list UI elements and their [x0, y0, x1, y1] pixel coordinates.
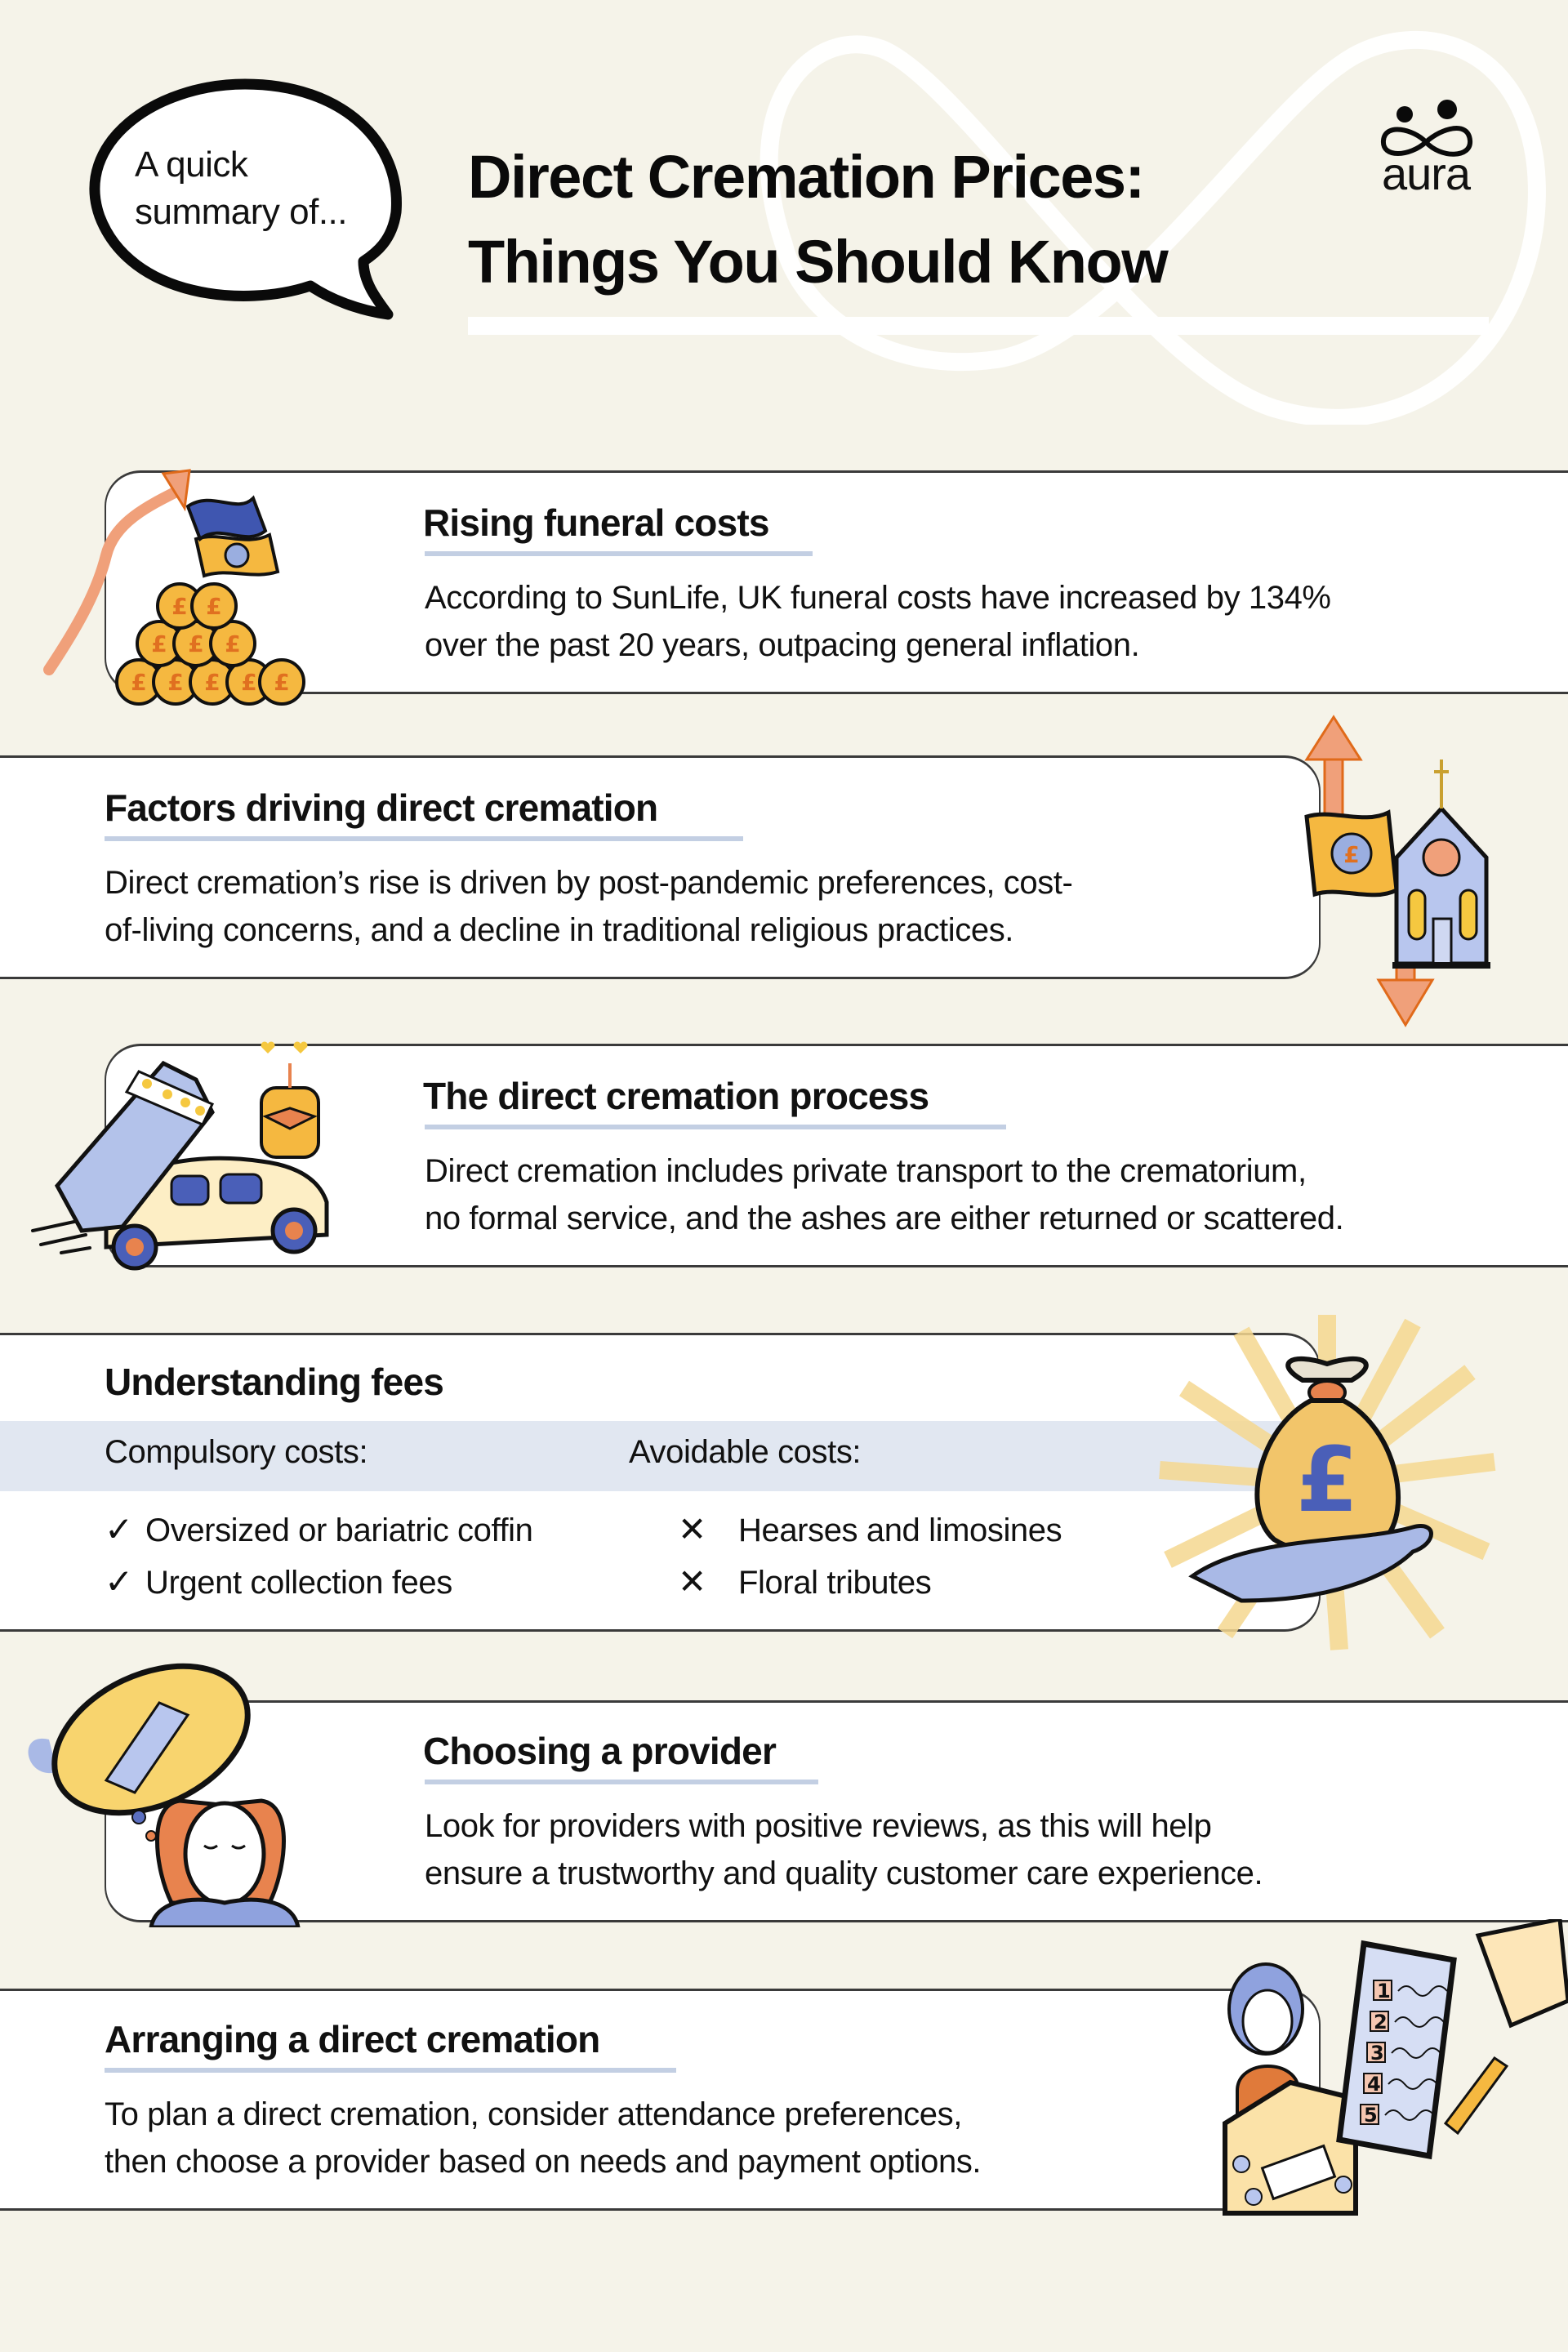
svg-text:£: £	[1343, 841, 1359, 868]
checklist-number: 4	[1367, 2073, 1381, 2096]
page-title: Direct Cremation Prices: Things You Shou…	[468, 135, 1169, 305]
section-body: According to SunLife, UK funeral costs h…	[425, 580, 1331, 663]
heading-underline	[105, 2068, 676, 2073]
title-line-2: Things You Should Know	[468, 228, 1169, 296]
compulsory-label: Compulsory costs:	[105, 1434, 368, 1470]
check-icon: ✓	[105, 1510, 133, 1548]
section-heading: Arranging a direct cremation	[105, 2018, 600, 2060]
infinity-people-icon	[1381, 100, 1472, 157]
section-heading: The direct cremation process	[423, 1075, 929, 1117]
heading-underline	[105, 836, 743, 841]
compulsory-item: ✓Urgent collection fees	[105, 1562, 452, 1601]
speech-bubble: A quick summary of...	[82, 78, 404, 323]
section-understanding-fees: Understanding fees Compulsory costs: Avo…	[0, 1333, 1321, 1632]
bubble-line-2: summary of...	[135, 192, 348, 232]
section-process: The direct cremation process Direct crem…	[105, 1044, 1568, 1267]
heading-underline	[425, 1125, 1006, 1129]
compulsory-item: ✓Oversized or bariatric coffin	[105, 1510, 533, 1548]
avoidable-item: ✕Floral tributes	[678, 1562, 932, 1601]
section-heading: Factors driving direct cremation	[105, 786, 658, 829]
avoidable-label: Avoidable costs:	[629, 1434, 862, 1470]
section-factors: Factors driving direct cremation Direct …	[0, 755, 1321, 979]
cross-icon: ✕	[678, 1562, 706, 1601]
section-heading: Rising funeral costs	[423, 501, 769, 544]
checklist-number: 2	[1374, 2011, 1388, 2034]
check-icon: ✓	[105, 1562, 133, 1601]
bubble-text: A quick summary of...	[135, 141, 348, 236]
section-choosing-provider: Choosing a provider Look for providers w…	[105, 1700, 1568, 1922]
speech-bubble-icon	[89, 78, 402, 320]
section-body: Direct cremation includes private transp…	[425, 1153, 1344, 1236]
cost-categories-band: Compulsory costs: Avoidable costs:	[0, 1421, 1319, 1491]
section-arranging: Arranging a direct cremation To plan a d…	[0, 1989, 1321, 2211]
section-heading: Choosing a provider	[423, 1730, 777, 1772]
section-body: Look for providers with positive reviews…	[425, 1808, 1263, 1891]
cross-icon: ✕	[678, 1510, 706, 1548]
title-underline-bar	[468, 317, 1489, 335]
checklist-number: 3	[1370, 2042, 1384, 2065]
title-line-1: Direct Cremation Prices:	[468, 143, 1145, 211]
section-rising-costs: Rising funeral costs According to SunLif…	[105, 470, 1568, 694]
section-body: Direct cremation’s rise is driven by pos…	[105, 865, 1073, 948]
heading-underline	[425, 1780, 818, 1784]
checklist-number: 5	[1364, 2104, 1378, 2127]
checklist-number: 1	[1377, 1980, 1391, 2002]
section-heading: Understanding fees	[105, 1361, 444, 1403]
bubble-line-1: A quick	[135, 145, 248, 185]
avoidable-item: ✕Hearses and limosines	[678, 1510, 1062, 1548]
heading-underline	[425, 551, 813, 556]
logo-wordmark: aura	[1381, 148, 1471, 199]
section-body: To plan a direct cremation, consider att…	[105, 2096, 982, 2180]
